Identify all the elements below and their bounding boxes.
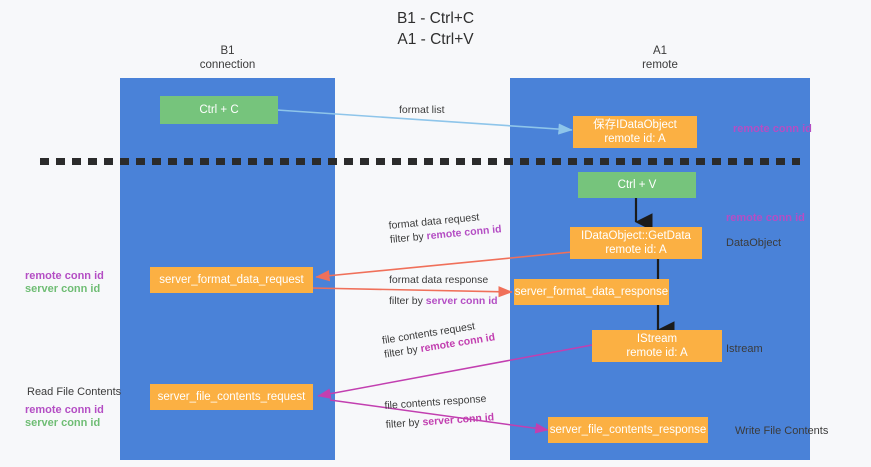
filter-prefix: filter by xyxy=(389,295,426,307)
node-server-format-data-response[interactable]: server_format_data_response xyxy=(514,279,669,305)
node-server-format-data-response-label: server_format_data_response xyxy=(514,286,669,298)
edge-label-file-contents-response-text: file contents response xyxy=(384,392,487,412)
node-save-idataobject-label: 保存IDataObject xyxy=(593,119,677,131)
edge-label-format-list: format list xyxy=(399,103,445,117)
edge-label-format-data-response: format data response filter by server co… xyxy=(389,273,498,308)
lane-header-a1: A1 remote xyxy=(510,44,810,72)
node-ctrl-v[interactable]: Ctrl + V xyxy=(578,172,696,198)
edge-label-file-contents-response-filter: filter by server conn id xyxy=(385,410,494,432)
edge-label-format-list-text: format list xyxy=(399,104,445,116)
node-getdata-sublabel: remote id: A xyxy=(605,244,667,256)
node-server-format-data-request-label: server_format_data_request xyxy=(159,274,304,286)
filter-prefix: filter by xyxy=(385,416,423,431)
node-ctrl-c-label: Ctrl + C xyxy=(199,104,239,116)
edge-label-format-data-response-filter: filter by server conn id xyxy=(389,294,498,308)
annotation-left-server-conn-id-1: server conn id xyxy=(25,283,101,295)
node-ctrl-c[interactable]: Ctrl + C xyxy=(160,96,278,124)
filter-key-server-conn-id: server conn id xyxy=(425,295,498,307)
node-server-file-contents-request-label: server_file_contents_request xyxy=(157,391,306,403)
lane-a1-name: A1 xyxy=(652,45,668,57)
node-save-idataobject-sublabel: remote id: A xyxy=(604,133,666,145)
annotation-left-remote-conn-id-2: remote conn id xyxy=(25,404,104,416)
annotation-right-remote-conn-id-mid: remote conn id xyxy=(726,212,805,224)
node-server-file-contents-request[interactable]: server_file_contents_request xyxy=(150,384,313,410)
annotation-left-remote-conn-id-1: remote conn id xyxy=(25,270,104,282)
annotation-right-istream: Istream xyxy=(726,343,763,355)
node-istream-sublabel: remote id: A xyxy=(626,347,688,359)
node-getdata-label: IDataObject::GetData xyxy=(581,230,691,242)
filter-prefix: filter by xyxy=(389,230,428,246)
edge-label-format-data-request: format data request filter by remote con… xyxy=(388,208,502,247)
edge-label-file-contents-request: file contents request filter by remote c… xyxy=(381,316,496,361)
node-idataobject-getdata[interactable]: IDataObject::GetData remote id: A xyxy=(570,227,702,259)
lane-a1-subtitle: remote xyxy=(642,59,678,71)
edge-label-format-data-response-text: format data response xyxy=(389,274,489,286)
node-server-file-contents-response[interactable]: server_file_contents_response xyxy=(548,417,708,443)
lane-header-b1: B1 connection xyxy=(120,44,335,72)
annotation-left-read-file-contents: Read File Contents xyxy=(27,386,122,398)
node-istream-label: IStream xyxy=(636,333,678,345)
annotation-left-server-conn-id-2: server conn id xyxy=(25,417,101,429)
filter-key-server-conn-id: server conn id xyxy=(422,411,495,429)
annotation-right-remote-conn-id-top: remote conn id xyxy=(733,123,812,135)
edge-label-file-contents-response: file contents response filter by server … xyxy=(384,391,495,431)
phase-divider xyxy=(40,158,800,165)
node-save-idataobject[interactable]: 保存IDataObject remote id: A xyxy=(573,116,697,148)
annotation-right-dataobject: DataObject xyxy=(726,237,782,249)
node-istream[interactable]: IStream remote id: A xyxy=(592,330,722,362)
node-server-format-data-request[interactable]: server_format_data_request xyxy=(150,267,313,293)
node-ctrl-v-label: Ctrl + V xyxy=(617,179,657,191)
title-line-2: A1 - Ctrl+V xyxy=(397,31,474,48)
annotation-right-write-file-contents: Write File Contents xyxy=(735,425,829,437)
node-server-file-contents-response-label: server_file_contents_response xyxy=(549,424,707,436)
lane-b1-name: B1 xyxy=(220,45,235,57)
title-line-1: B1 - Ctrl+C xyxy=(396,10,475,27)
page-title: B1 - Ctrl+C A1 - Ctrl+V xyxy=(0,8,871,50)
lane-b1-subtitle: connection xyxy=(199,59,256,71)
